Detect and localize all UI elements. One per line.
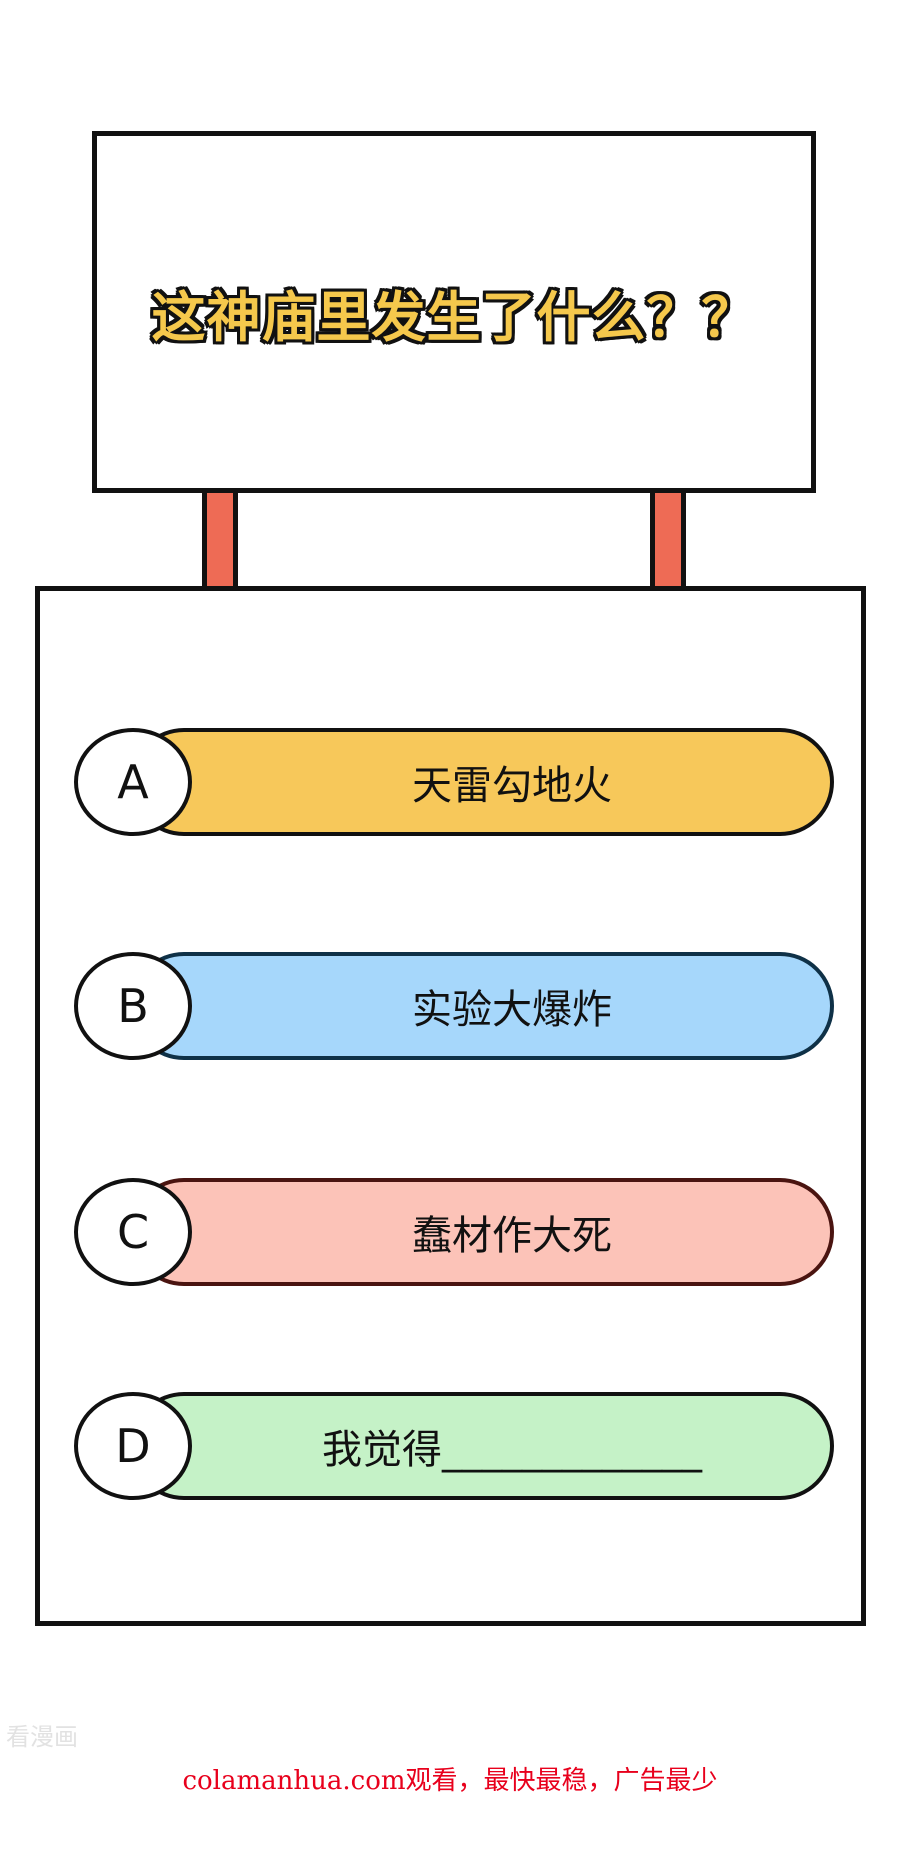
- sign-post-right: [650, 493, 686, 589]
- sign-post-left: [202, 493, 238, 589]
- option-c-letter: C: [116, 1205, 150, 1259]
- question-title: 这神庙里发生了什么？？: [151, 285, 757, 349]
- footer-banner[interactable]: colamanhua.com观看，最快最稳，广告最少: [182, 1766, 718, 1796]
- option-b-bar: 实验大爆炸: [130, 952, 834, 1060]
- option-d-badge: D: [74, 1392, 192, 1500]
- option-d-bar: 我觉得_____________: [130, 1392, 834, 1500]
- option-b[interactable]: 实验大爆炸 B: [74, 952, 834, 1060]
- option-b-text: 实验大爆炸: [412, 987, 612, 1033]
- option-b-letter: B: [117, 979, 149, 1033]
- option-b-badge: B: [74, 952, 192, 1060]
- option-d-letter: D: [115, 1419, 151, 1473]
- option-c-text: 蠢材作大死: [412, 1213, 612, 1259]
- option-c-badge: C: [74, 1178, 192, 1286]
- option-a-letter: A: [117, 755, 149, 809]
- watermark-text: 看漫画: [6, 1723, 78, 1751]
- option-a[interactable]: 天雷勾地火 A: [74, 728, 834, 836]
- question-sign: 这神庙里发生了什么？？: [92, 131, 816, 493]
- option-c[interactable]: 蠢材作大死 C: [74, 1178, 834, 1286]
- option-a-bar: 天雷勾地火: [130, 728, 834, 836]
- option-d-text: 我觉得_____________: [322, 1427, 702, 1473]
- option-c-bar: 蠢材作大死: [130, 1178, 834, 1286]
- option-a-text: 天雷勾地火: [412, 763, 612, 809]
- option-a-badge: A: [74, 728, 192, 836]
- option-d[interactable]: 我觉得_____________ D: [74, 1392, 834, 1500]
